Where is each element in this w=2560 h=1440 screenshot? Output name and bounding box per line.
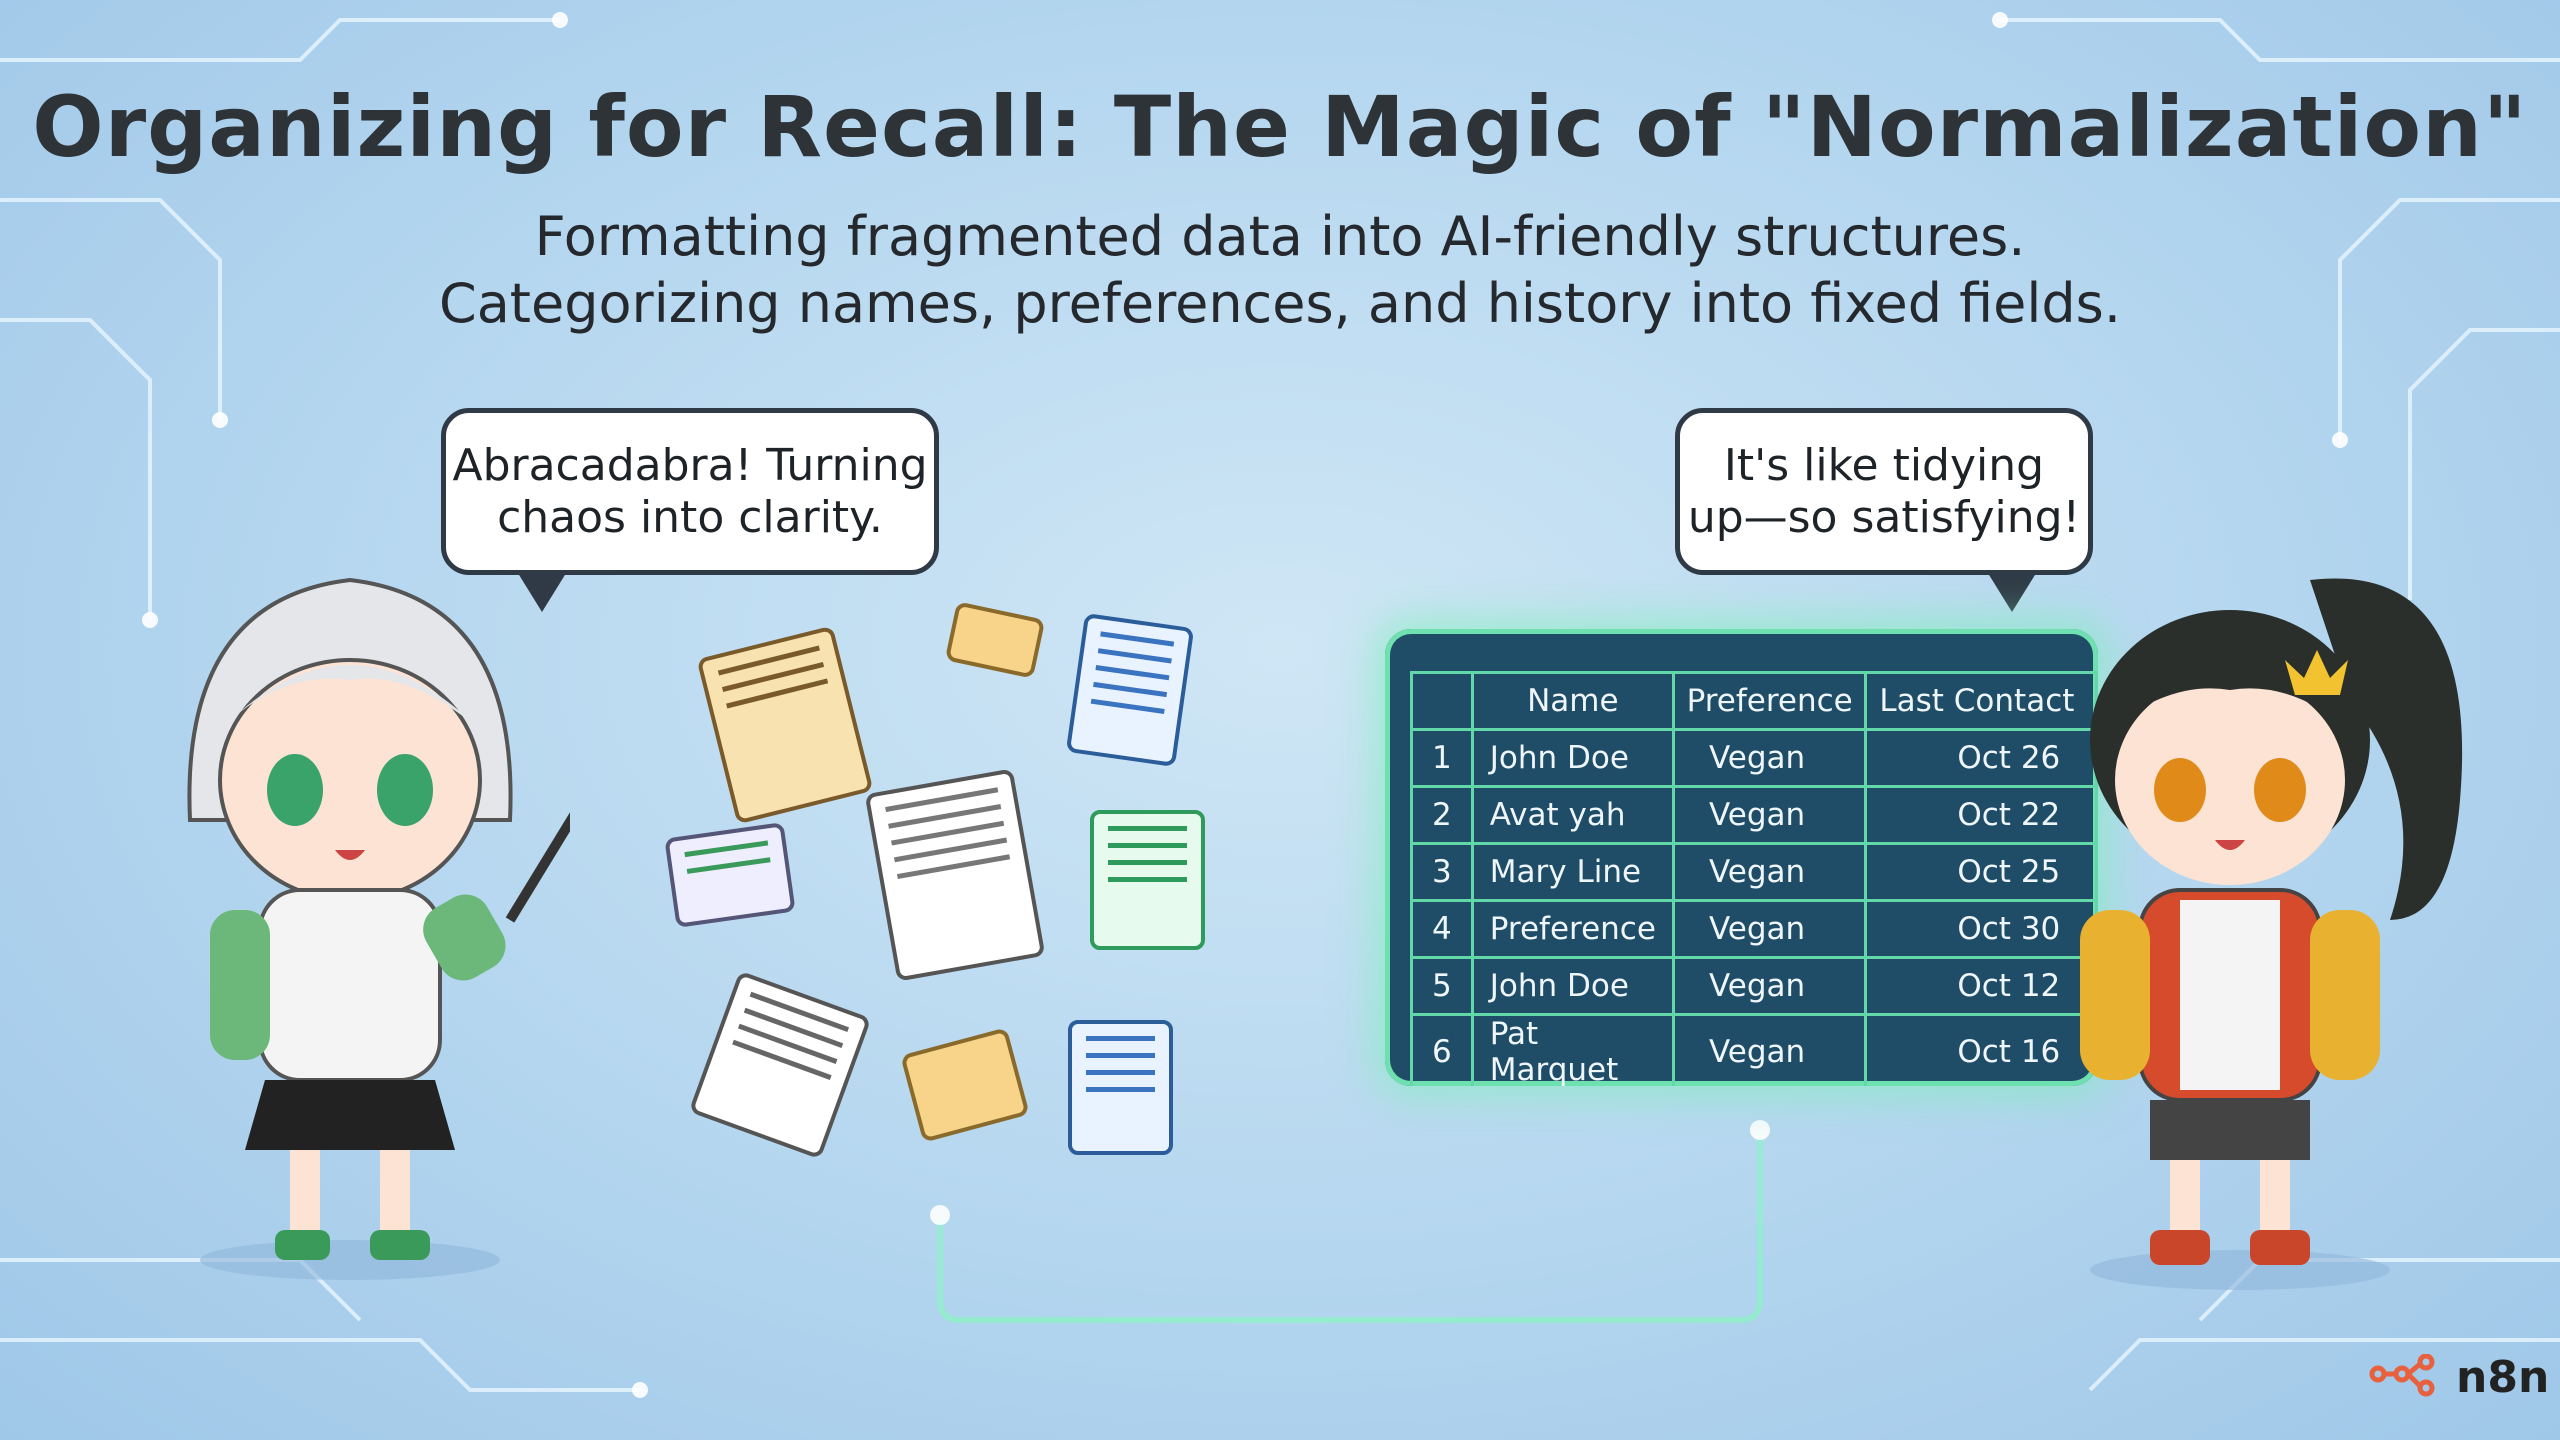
table-header-row: Name Preference Last Contact [1410, 671, 2098, 731]
row-index: 1 [1410, 728, 1474, 788]
row-index: 5 [1410, 956, 1474, 1016]
row-index: 4 [1410, 899, 1474, 959]
cell-preference: Vegan [1671, 899, 1868, 959]
bubble-left-line-2: chaos into clarity. [497, 491, 883, 543]
subtitle-line-1: Formatting fragmented data into AI-frien… [534, 205, 2026, 268]
bubble-left-line-1: Abracadabra! Turning [452, 439, 928, 491]
document-icon [1090, 810, 1205, 950]
cell-preference: Vegan [1671, 728, 1868, 788]
cell-name: Pat Marquet [1470, 1013, 1675, 1086]
ponytail-girl-character [2080, 578, 2463, 1290]
speech-bubble-left: Abracadabra! Turning chaos into clarity. [441, 408, 939, 612]
n8n-logo-text: n8n [2456, 1352, 2550, 1403]
row-index: 3 [1410, 842, 1474, 902]
cell-preference: Vegan [1671, 842, 1868, 902]
speech-bubble-right: It's like tidying up—so satisfying! [1675, 408, 2093, 612]
column-header-index [1410, 671, 1474, 731]
row-index: 2 [1410, 785, 1474, 845]
document-icon [1065, 613, 1195, 767]
wizard-girl-character [187, 577, 570, 1280]
cell-last-contact: Oct 22 [1864, 785, 2098, 845]
page-title: Organizing for Recall: The Magic of "Nor… [32, 78, 2528, 176]
cell-last-contact: Oct 12 [1864, 956, 2098, 1016]
column-header-name: Name [1470, 671, 1675, 731]
cell-name: John Doe [1470, 956, 1675, 1016]
row-index: 6 [1410, 1013, 1474, 1086]
cell-preference: Vegan [1671, 785, 1868, 845]
cell-preference: Vegan [1671, 956, 1868, 1016]
column-header-last-contact: Last Contact [1864, 671, 2098, 731]
cell-preference: Vegan [1671, 1013, 1868, 1086]
cell-last-contact: Oct 26 [1864, 728, 2098, 788]
cell-last-contact: Oct 25 [1864, 842, 2098, 902]
bubble-right-line-2: up—so satisfying! [1687, 491, 2081, 543]
bubble-right-line-1: It's like tidying [1723, 439, 2045, 491]
cell-name: Preference [1470, 899, 1675, 959]
n8n-logo-icon [2369, 1353, 2435, 1396]
cell-name: Avat yah [1470, 785, 1675, 845]
cell-name: John Doe [1470, 728, 1675, 788]
cell-last-contact: Oct 16 [1864, 1013, 2098, 1086]
cell-name: Mary Line [1470, 842, 1675, 902]
document-icon [1068, 1020, 1173, 1155]
column-header-preference: Preference [1671, 671, 1868, 731]
subtitle-line-2: Categorizing names, preferences, and his… [439, 272, 2121, 335]
spreadsheet-icon [664, 822, 796, 928]
cell-last-contact: Oct 30 [1864, 899, 2098, 959]
n8n-logo: n8n [2368, 1352, 2549, 1403]
